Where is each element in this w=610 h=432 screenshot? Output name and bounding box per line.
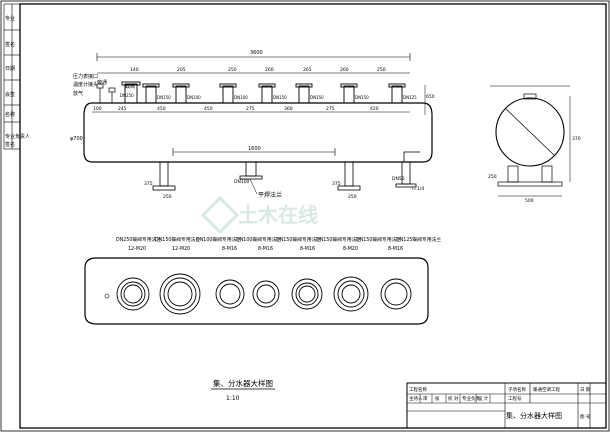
- nozzle-label-8: DN125: [403, 95, 417, 100]
- tb-subproject-value: 暖通空调工程: [533, 386, 560, 393]
- dim-bottom-8: 420: [370, 106, 379, 112]
- dim-top-6: 260: [340, 67, 349, 73]
- tb-review: 审: [423, 395, 428, 402]
- bottom-nozzle-mid: DN100: [234, 179, 250, 185]
- inner-frame: [19, 3, 607, 429]
- nozzle-label-6: DN150: [310, 95, 324, 100]
- foot-height-1: 375: [144, 181, 153, 187]
- dim-top-7: 250: [377, 67, 386, 73]
- bolt-spec-5: 8-M16: [300, 246, 315, 252]
- dim-top-3: 250: [228, 67, 237, 73]
- side-view: 370 500 250: [488, 85, 581, 204]
- dim-top-1: 140: [130, 67, 139, 73]
- side-foot-height: 250: [488, 174, 497, 180]
- dim-right-height: 650: [426, 94, 435, 100]
- left-strip: [3, 3, 21, 150]
- dim-top-5: 265: [303, 67, 312, 73]
- dim-bottom-3: 450: [157, 106, 166, 112]
- bolt-spec-7: 8-M16: [388, 246, 403, 252]
- nozzle-label-5: DN150: [273, 95, 287, 100]
- dim-top-2: 205: [177, 67, 186, 73]
- strip-cell-5: 名称: [5, 111, 15, 118]
- drawing-scale: 1:10: [226, 395, 240, 402]
- bottom-nozzle-right: DN50: [392, 176, 405, 182]
- nozzle-label-1: DN250: [120, 93, 134, 98]
- strip-bottom-cell-2: 签名: [5, 141, 15, 148]
- tb-subproject-label: 子项名称: [508, 386, 526, 393]
- nozzle-label-7: DN150: [355, 95, 369, 100]
- strip-cell-2: 签名: [5, 41, 15, 48]
- plan-vessel: [84, 257, 429, 325]
- tb-project-label: 工程名称: [409, 386, 427, 393]
- vessel-body: [83, 102, 433, 163]
- flange-label-5: DN150蝶阀专用法兰: [276, 236, 321, 243]
- dim-bottom-7: 275: [326, 106, 335, 112]
- dim-bottom-6: 360: [284, 106, 293, 112]
- strip-bottom-cell-1: 专业负责人: [5, 133, 30, 140]
- label-drain-top: 放气: [73, 90, 83, 97]
- plan-view: DN250蝶阀专用法兰 DN150蝶阀专用法兰 DN100蝶阀专用法兰 DN10…: [84, 236, 441, 325]
- front-view: 3600 140 205 250 260 265 260 250 DN250 D…: [70, 50, 435, 200]
- nozzle-label-3: DN100: [187, 95, 201, 100]
- tb-drawing-no: 图 号: [580, 414, 591, 420]
- tb-check: 核: [435, 395, 440, 402]
- plan-flanges: [116, 273, 412, 315]
- side-foot-width: 500: [525, 198, 534, 204]
- label-relief-valve: 旁通: [97, 79, 107, 86]
- dim-left-height: φ700: [70, 136, 83, 142]
- flange-label-3: DN100蝶阀专用法兰: [196, 236, 241, 243]
- bolt-spec-4: 8-M16: [258, 246, 273, 252]
- side-vessel: [495, 97, 565, 167]
- dim-overall-label: 3600: [250, 50, 263, 56]
- bolt-spec-2: 12-M20: [172, 246, 190, 252]
- bolt-spec-6: 8-M20: [343, 246, 358, 252]
- label-pressure-gauge: 压力表接口: [73, 73, 98, 80]
- tb-proofread: 校 对: [448, 395, 459, 402]
- flange-label-1: DN250蝶阀专用法兰: [116, 236, 161, 243]
- dim-bottom-2: 245: [118, 106, 127, 112]
- drawing-title: 集、分水器大样图: [213, 378, 273, 388]
- label-stop-valve: 截阀: [125, 83, 135, 90]
- strip-cell-3: 日期: [5, 66, 15, 72]
- tb-drawing-title: 集、分水器大样图: [506, 411, 562, 420]
- tb-date-label: 日 期: [580, 387, 591, 393]
- tb-host: 主持人: [409, 395, 423, 402]
- tb-design: 设 计: [478, 395, 489, 402]
- flange-label-6: DN150蝶阀专用法兰: [316, 236, 361, 243]
- nozzle-label-4: DN100: [234, 95, 248, 100]
- title-block: [406, 382, 607, 429]
- tb-project-no: 工程号: [508, 395, 522, 402]
- dim-bottom-4: 450: [204, 106, 213, 112]
- watermark: 土木在线: [200, 195, 318, 235]
- label-slope: i=1/4: [412, 186, 424, 192]
- label-flat-flange: 平焊法兰: [258, 191, 282, 199]
- strip-cell-1: 专业: [5, 15, 15, 22]
- tb-lead: 专业负责: [462, 395, 480, 402]
- dim-bottom-long-label: 1600: [248, 146, 261, 152]
- flange-label-4: DN100蝶阀专用法兰: [236, 236, 281, 243]
- flange-label-8: DN125蝶阀专用法兰: [396, 236, 441, 243]
- left-fittings: [96, 83, 116, 103]
- foot-dim-2: 250: [348, 194, 357, 200]
- dim-bottom-1: 100: [93, 106, 102, 112]
- strip-cell-4: 会签: [5, 91, 15, 98]
- foot-dim-1: 250: [163, 194, 172, 200]
- side-height: 370: [572, 136, 581, 142]
- dim-top-4: 260: [265, 67, 274, 73]
- flange-label-2: DN150蝶阀专用法兰: [155, 236, 200, 243]
- foot-height-2: 375: [332, 181, 341, 187]
- bottom-supports: [152, 151, 420, 191]
- flange-label-7: DN150蝶阀专用法兰: [356, 236, 401, 243]
- dim-bottom-5: 275: [246, 106, 255, 112]
- label-thermometer: 温度计接头: [73, 81, 98, 88]
- nozzle-label-2: DN150: [157, 95, 171, 100]
- bolt-spec-1: 12-M20: [128, 246, 146, 252]
- top-nozzles: [121, 81, 406, 104]
- bolt-spec-3: 8-M16: [222, 246, 237, 252]
- watermark-text: 土木在线: [238, 203, 318, 227]
